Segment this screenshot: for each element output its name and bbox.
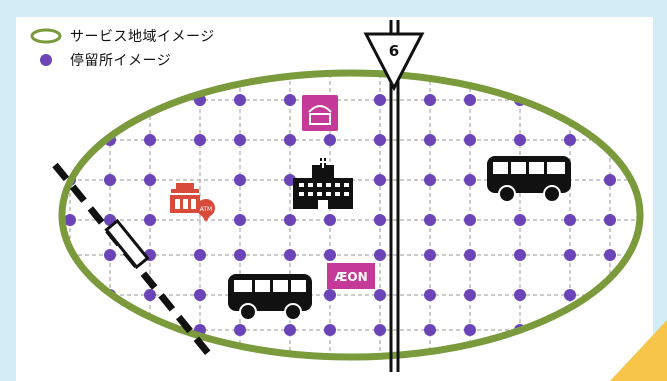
stop-dot — [424, 289, 436, 301]
stop-dots — [64, 94, 616, 336]
stop-dot — [604, 249, 616, 261]
svg-text:ATM: ATM — [200, 206, 212, 213]
stop-dot — [604, 214, 616, 226]
stop-dot — [144, 134, 156, 146]
bus-icon — [487, 156, 571, 203]
stop-dot — [514, 134, 526, 146]
stop-dot — [324, 324, 336, 336]
stop-dot — [194, 289, 206, 301]
stop-dot — [464, 324, 476, 336]
stop-dot — [194, 134, 206, 146]
stop-dot — [144, 214, 156, 226]
legend-stop: 停留所イメージ — [30, 50, 171, 70]
stop-dot — [374, 324, 386, 336]
stop-dot — [64, 134, 76, 146]
stop-dot — [144, 94, 156, 106]
stop-dot — [464, 94, 476, 106]
corner-accent — [610, 320, 667, 381]
stop-dot — [234, 94, 246, 106]
stop-dot — [234, 324, 246, 336]
stop-dot-swatch-icon — [40, 54, 52, 66]
legend-service-area-label: サービス地域イメージ — [70, 29, 215, 45]
stop-dot — [564, 249, 576, 261]
stop-dot — [284, 134, 296, 146]
stop-dot — [564, 94, 576, 106]
stop-dot — [424, 249, 436, 261]
stop-dot — [564, 214, 576, 226]
stop-dot — [424, 324, 436, 336]
stop-dot — [374, 289, 386, 301]
legend-stop-label: 停留所イメージ — [70, 53, 172, 69]
ellipse-swatch-icon — [30, 28, 62, 44]
stop-dot — [374, 94, 386, 106]
service-area-outline — [58, 69, 644, 361]
stop-dot — [64, 289, 76, 301]
stop-dot — [234, 214, 246, 226]
stop-dot — [424, 174, 436, 186]
stop-dot — [144, 289, 156, 301]
stop-dot — [374, 214, 386, 226]
stop-dot — [144, 324, 156, 336]
legend-service-area: サービス地域イメージ — [30, 26, 215, 46]
stop-dot — [514, 289, 526, 301]
stop-dot — [564, 324, 576, 336]
stop-dot — [604, 174, 616, 186]
shop-icon — [302, 95, 338, 131]
stop-dot — [604, 324, 616, 336]
stop-dot — [64, 324, 76, 336]
stop-dot — [324, 289, 336, 301]
stop-dot — [104, 324, 116, 336]
stop-dot — [234, 174, 246, 186]
stop-dot — [514, 214, 526, 226]
route-sign-icon: 6 — [363, 32, 425, 92]
stop-dot — [564, 134, 576, 146]
stop-dot — [424, 214, 436, 226]
stop-dot — [374, 174, 386, 186]
stop-dot — [234, 134, 246, 146]
stop-dot — [64, 214, 76, 226]
stop-dot — [374, 134, 386, 146]
stop-dot — [464, 289, 476, 301]
stop-dot — [464, 134, 476, 146]
stop-dot — [464, 214, 476, 226]
stop-dot — [604, 289, 616, 301]
stop-dot — [104, 249, 116, 261]
stop-dot — [104, 174, 116, 186]
stop-dot — [234, 249, 246, 261]
stop-dot — [284, 94, 296, 106]
store-label: ÆON — [334, 270, 367, 284]
hospital-icon — [293, 156, 353, 209]
stop-dot — [374, 249, 386, 261]
railway-icon — [52, 162, 215, 361]
stop-dot — [284, 324, 296, 336]
stop-dot — [514, 249, 526, 261]
stop-dot — [604, 94, 616, 106]
route-number: 6 — [389, 42, 399, 60]
stop-dot — [324, 249, 336, 261]
stop-dot — [284, 249, 296, 261]
stop-dot — [64, 94, 76, 106]
stop-dot — [324, 214, 336, 226]
bank-atm-icon: ATM — [170, 183, 215, 222]
stop-dot — [464, 174, 476, 186]
bus-icon — [228, 274, 312, 321]
stop-dot — [424, 94, 436, 106]
street-grid — [62, 73, 640, 357]
stop-dot — [564, 289, 576, 301]
stop-dot — [194, 249, 206, 261]
stop-dot — [284, 214, 296, 226]
stop-dot — [144, 174, 156, 186]
stop-dot — [324, 134, 336, 146]
store-icon: ÆON — [327, 263, 375, 289]
stop-dot — [424, 134, 436, 146]
stop-dot — [464, 249, 476, 261]
stop-dot — [104, 94, 116, 106]
